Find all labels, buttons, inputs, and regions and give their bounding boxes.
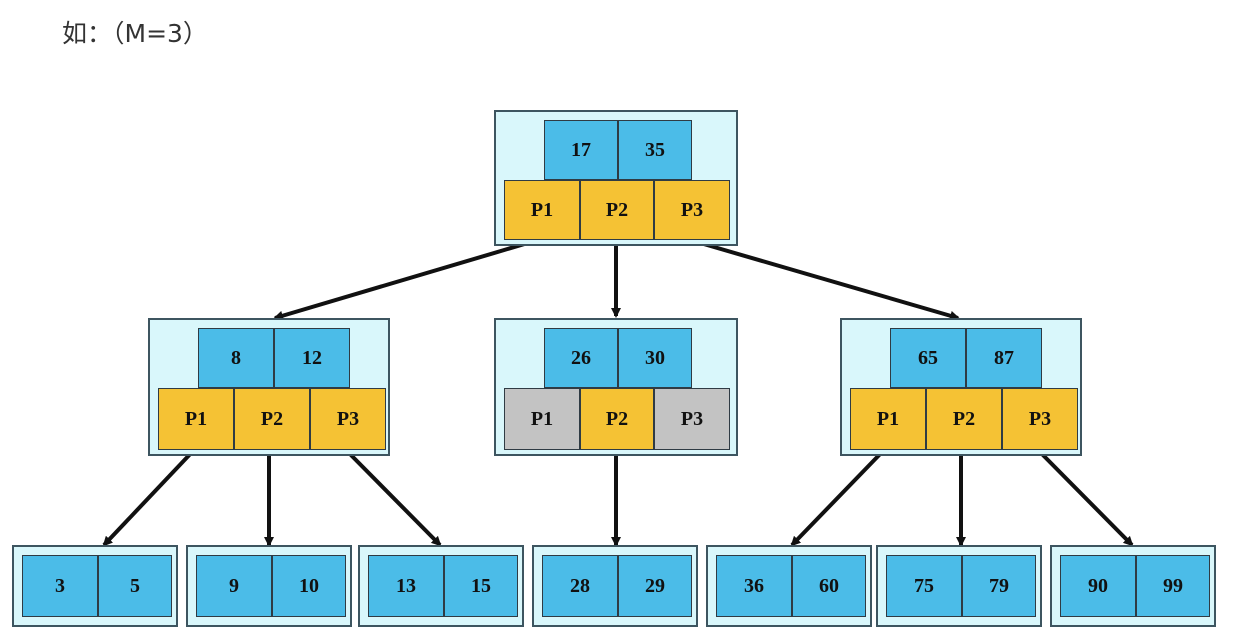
leaf-4-key-1: 28 [542, 555, 618, 617]
leaf-2-key-1: 9 [196, 555, 272, 617]
leaf-4-key-2: 29 [618, 555, 692, 617]
internal-right-pointer-1: P1 [850, 388, 926, 450]
leaf-1-key-2: 5 [98, 555, 172, 617]
internal-node-left: 8 12 P1 P2 P3 [148, 318, 390, 456]
leaf-7-key-1: 90 [1060, 555, 1136, 617]
internal-middle-pointer-1: P1 [504, 388, 580, 450]
internal-right-key-2: 87 [966, 328, 1042, 388]
edge-left-p3 [344, 448, 442, 547]
edge-root-p1 [273, 238, 539, 321]
leaf-7-key-2: 99 [1136, 555, 1210, 617]
leaf-node-4: 28 29 [532, 545, 698, 627]
internal-left-pointer-1: P1 [158, 388, 234, 450]
leaf-node-5: 36 60 [706, 545, 872, 627]
internal-middle-key-1: 26 [544, 328, 618, 388]
root-key-1: 17 [544, 120, 618, 180]
edge-right-p1 [790, 448, 886, 547]
leaf-3-key-1: 13 [368, 555, 444, 617]
internal-right-key-1: 65 [890, 328, 966, 388]
root-pointer-1: P1 [504, 180, 580, 240]
internal-node-middle: 26 30 P1 P2 P3 [494, 318, 738, 456]
internal-middle-key-2: 30 [618, 328, 692, 388]
leaf-5-key-1: 36 [716, 555, 792, 617]
edge-left-p1 [102, 448, 196, 547]
internal-left-pointer-3: P3 [310, 388, 386, 450]
leaf-node-7: 90 99 [1050, 545, 1216, 627]
internal-node-right: 65 87 P1 P2 P3 [840, 318, 1082, 456]
leaf-3-key-2: 15 [444, 555, 518, 617]
edge-root-p3 [689, 238, 960, 321]
leaf-node-6: 75 79 [876, 545, 1042, 627]
leaf-6-key-1: 75 [886, 555, 962, 617]
root-node: 17 35 P1 P2 P3 [494, 110, 738, 246]
root-key-2: 35 [618, 120, 692, 180]
root-pointer-3: P3 [654, 180, 730, 240]
diagram-caption: 如：（M=3） [62, 19, 208, 48]
leaf-1-key-1: 3 [22, 555, 98, 617]
leaf-5-key-2: 60 [792, 555, 866, 617]
leaf-node-2: 9 10 [186, 545, 352, 627]
leaf-node-3: 13 15 [358, 545, 524, 627]
leaf-6-key-2: 79 [962, 555, 1036, 617]
internal-left-pointer-2: P2 [234, 388, 310, 450]
internal-left-key-2: 12 [274, 328, 350, 388]
edge-right-p3 [1036, 448, 1134, 547]
internal-right-pointer-2: P2 [926, 388, 1002, 450]
internal-right-pointer-3: P3 [1002, 388, 1078, 450]
leaf-2-key-2: 10 [272, 555, 346, 617]
root-pointer-2: P2 [580, 180, 654, 240]
internal-middle-pointer-3: P3 [654, 388, 730, 450]
internal-left-key-1: 8 [198, 328, 274, 388]
internal-middle-pointer-2: P2 [580, 388, 654, 450]
leaf-node-1: 3 5 [12, 545, 178, 627]
